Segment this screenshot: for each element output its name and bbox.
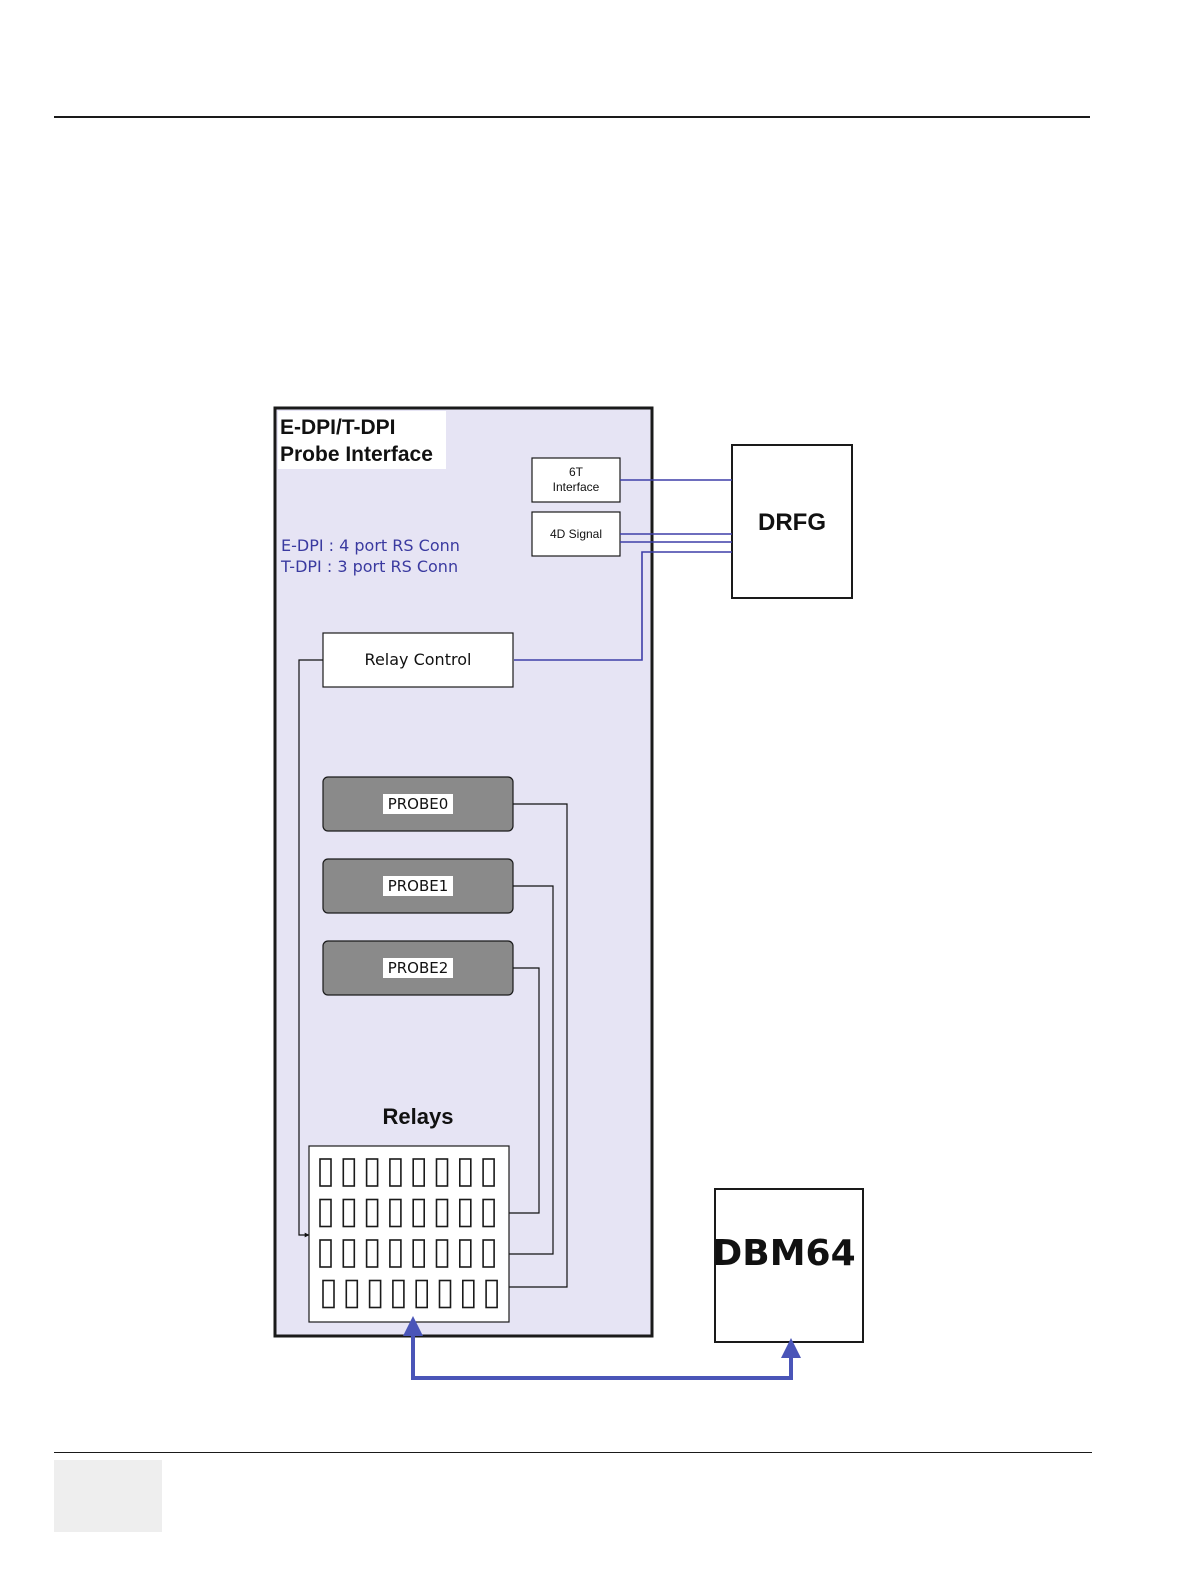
relay-cell xyxy=(483,1240,494,1267)
relay-cell xyxy=(343,1200,354,1227)
relay-cell xyxy=(320,1200,331,1227)
relay-cell xyxy=(460,1200,471,1227)
box-6t-label-line2: Interface xyxy=(553,480,600,494)
relay-cell xyxy=(413,1159,424,1186)
box-drfg-label: DRFG xyxy=(758,509,826,536)
relay-cell xyxy=(390,1200,401,1227)
edpi-note: E-DPI : 4 port RS Conn xyxy=(281,536,460,555)
box-6t-label-line1: 6T xyxy=(569,465,584,479)
relay-cell xyxy=(343,1159,354,1186)
relay-cell xyxy=(367,1240,378,1267)
relay-cell xyxy=(390,1240,401,1267)
relay-cell xyxy=(393,1281,404,1308)
relays-label: Relays xyxy=(383,1104,454,1129)
relay-cell xyxy=(460,1240,471,1267)
relay-cell xyxy=(437,1159,448,1186)
relay-cell xyxy=(323,1281,334,1308)
relay-cell xyxy=(320,1159,331,1186)
relay-cell xyxy=(370,1281,381,1308)
relay-cell xyxy=(346,1281,357,1308)
relay-cell xyxy=(367,1200,378,1227)
tdpi-note: T-DPI : 3 port RS Conn xyxy=(280,557,458,576)
relay-cell xyxy=(486,1281,497,1308)
probe-1-label: PROBE1 xyxy=(388,877,449,895)
relay-cell xyxy=(483,1159,494,1186)
relay-cell xyxy=(463,1281,474,1308)
relay-cell xyxy=(320,1240,331,1267)
box-relay-control-label: Relay Control xyxy=(365,650,472,669)
relay-cell xyxy=(367,1159,378,1186)
box-4d-label: 4D Signal xyxy=(550,527,602,541)
relay-cell xyxy=(440,1281,451,1308)
relay-cell xyxy=(390,1159,401,1186)
relay-cell xyxy=(437,1240,448,1267)
probe-0-label: PROBE0 xyxy=(388,795,449,813)
relay-cell xyxy=(483,1200,494,1227)
probe-1: PROBE1 xyxy=(323,859,513,913)
probe-0: PROBE0 xyxy=(323,777,513,831)
relay-cell xyxy=(413,1200,424,1227)
relay-cell xyxy=(416,1281,427,1308)
relay-cell xyxy=(460,1159,471,1186)
probe-2-label: PROBE2 xyxy=(388,959,449,977)
relay-cell xyxy=(437,1200,448,1227)
relay-cell xyxy=(413,1240,424,1267)
probe-2: PROBE2 xyxy=(323,941,513,995)
box-dbm64-label: DBM64 xyxy=(712,1233,855,1274)
panel-title-line1: E-DPI/T-DPI xyxy=(280,416,396,439)
relay-cell xyxy=(343,1240,354,1267)
relay-grid-box xyxy=(309,1146,509,1322)
panel-title-line2: Probe Interface xyxy=(280,443,433,466)
